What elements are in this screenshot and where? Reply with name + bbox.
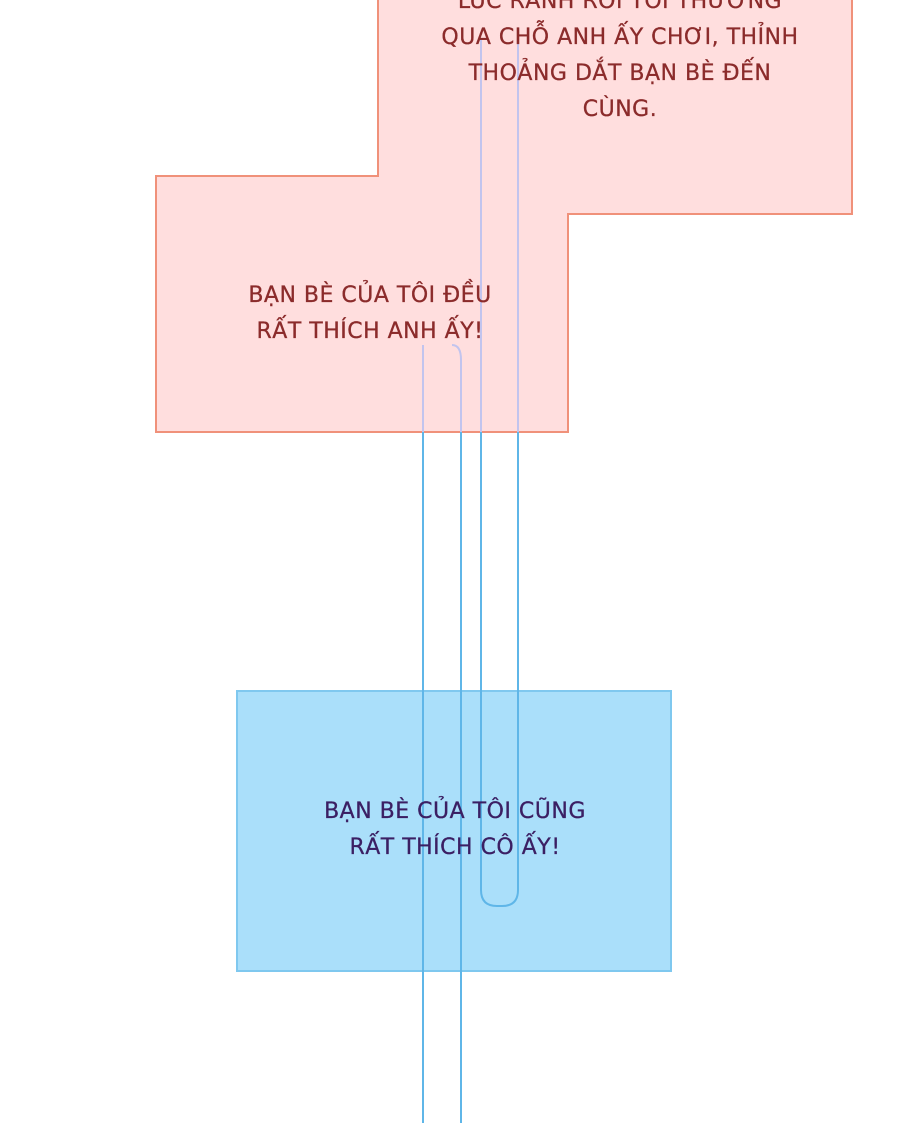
pink-speech-bubble bbox=[155, 0, 853, 433]
bubble-text-line: BẠN BÈ CỦA TÔI CŨNG bbox=[324, 799, 586, 824]
bubble-text-line: RẤT THÍCH ANH ẤY! bbox=[256, 319, 484, 344]
blue-box-text: BẠN BÈ CỦA TÔI CŨNG RẤT THÍCH CÔ ẤY! bbox=[240, 794, 670, 866]
bubble-text-line: BẠN BÈ CỦA TÔI ĐỀU bbox=[248, 283, 492, 308]
bubble-text-line: RẤT THÍCH CÔ ẤY! bbox=[349, 835, 561, 860]
bubble-text-line: QUA CHỖ ANH ẤY CHƠI, THỈNH bbox=[441, 25, 799, 50]
tail-loop bbox=[480, 432, 519, 907]
tail-line-4 bbox=[451, 344, 462, 432]
bubble-text-line: THOẢNG DẮT BẠN BÈ ĐẾN bbox=[468, 61, 772, 86]
bubble-text-line: CÙNG. bbox=[582, 97, 658, 122]
bubble-tail-lines-lower bbox=[422, 432, 519, 1123]
bubble-tail-lines-upper bbox=[422, 40, 519, 432]
blue-speech-box bbox=[236, 690, 672, 972]
pink-top-bubble-text: LÚC RẢNH RỖI TÔI THƯỜNG QUA CHỖ ANH ẤY C… bbox=[390, 0, 850, 128]
bubble-text-line: LÚC RẢNH RỖI TÔI THƯỜNG bbox=[457, 0, 783, 14]
pink-bottom-bubble-text: BẠN BÈ CỦA TÔI ĐỀU RẤT THÍCH ANH ẤY! bbox=[180, 278, 560, 350]
